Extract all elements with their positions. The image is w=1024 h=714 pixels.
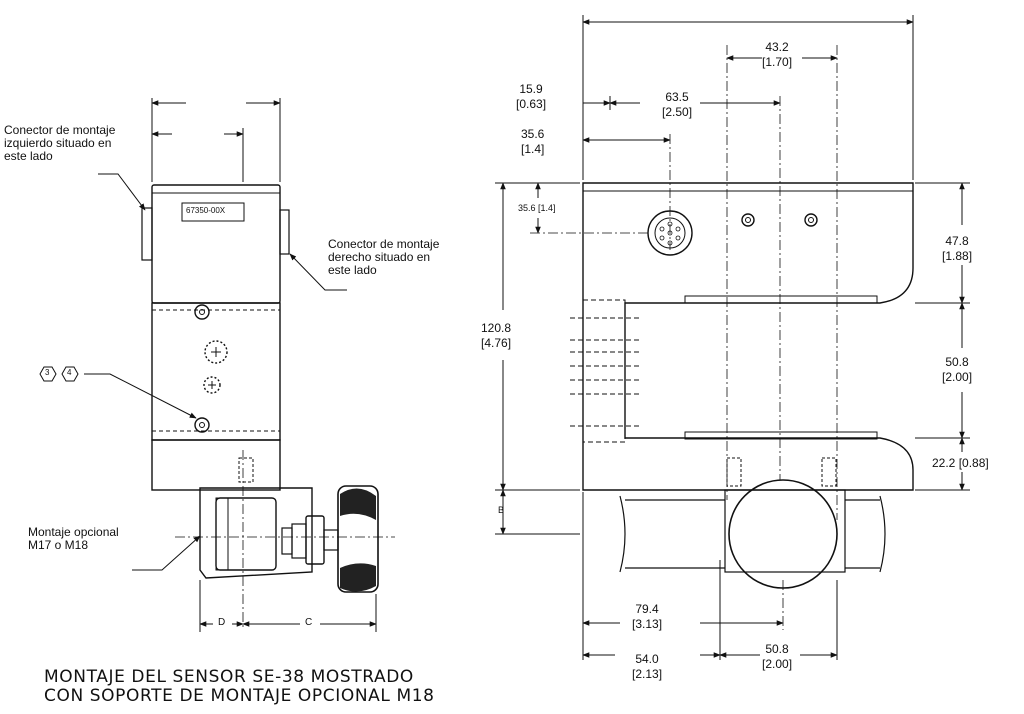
callout-3: 3 [45,368,50,377]
left-view [39,98,395,632]
part-label-box [181,202,245,222]
dim-label-d: D [218,617,226,628]
drawing-caption: MONTAJE DEL SENSOR SE-38 MOSTRADO CON SO… [44,667,435,706]
optional-mount-note: Montaje opcional M17 o M18 [28,525,119,552]
part-number-label: 67350-00X [186,206,226,215]
dim-120-8: 120.8 [4.76] [481,321,512,350]
left-connector-note: Conector de montaje izquierdo situado en… [4,123,116,163]
callout-4: 4 [67,368,72,377]
right-connector-note: Conector de montaje derecho situado en e… [328,237,440,277]
dim-15-9: 15.9 [0.63] [516,82,547,111]
dim-79-4: 79.4 [3.13] [632,602,663,631]
dim-label-c: C [305,617,313,628]
dim-35-6: 35.6 [1.4] [521,127,545,156]
dim-35-6-side: 35.6 [1.4] [518,203,556,213]
dim-22-2: 22.2 [0.88] [932,456,989,470]
dim-63-5: 63.5 [2.50] [662,90,693,119]
dim-54-0: 54.0 [2.13] [632,652,663,681]
right-view [495,15,970,660]
dim-50-8-vertical: 50.8 [2.00] [942,355,973,384]
dim-43-2: 43.2 [1.70] [762,40,793,69]
dim-label-b: B [498,505,505,515]
dim-47-8: 47.8 [1.88] [942,234,973,263]
dim-50-8-horizontal: 50.8 [2.00] [762,642,793,671]
